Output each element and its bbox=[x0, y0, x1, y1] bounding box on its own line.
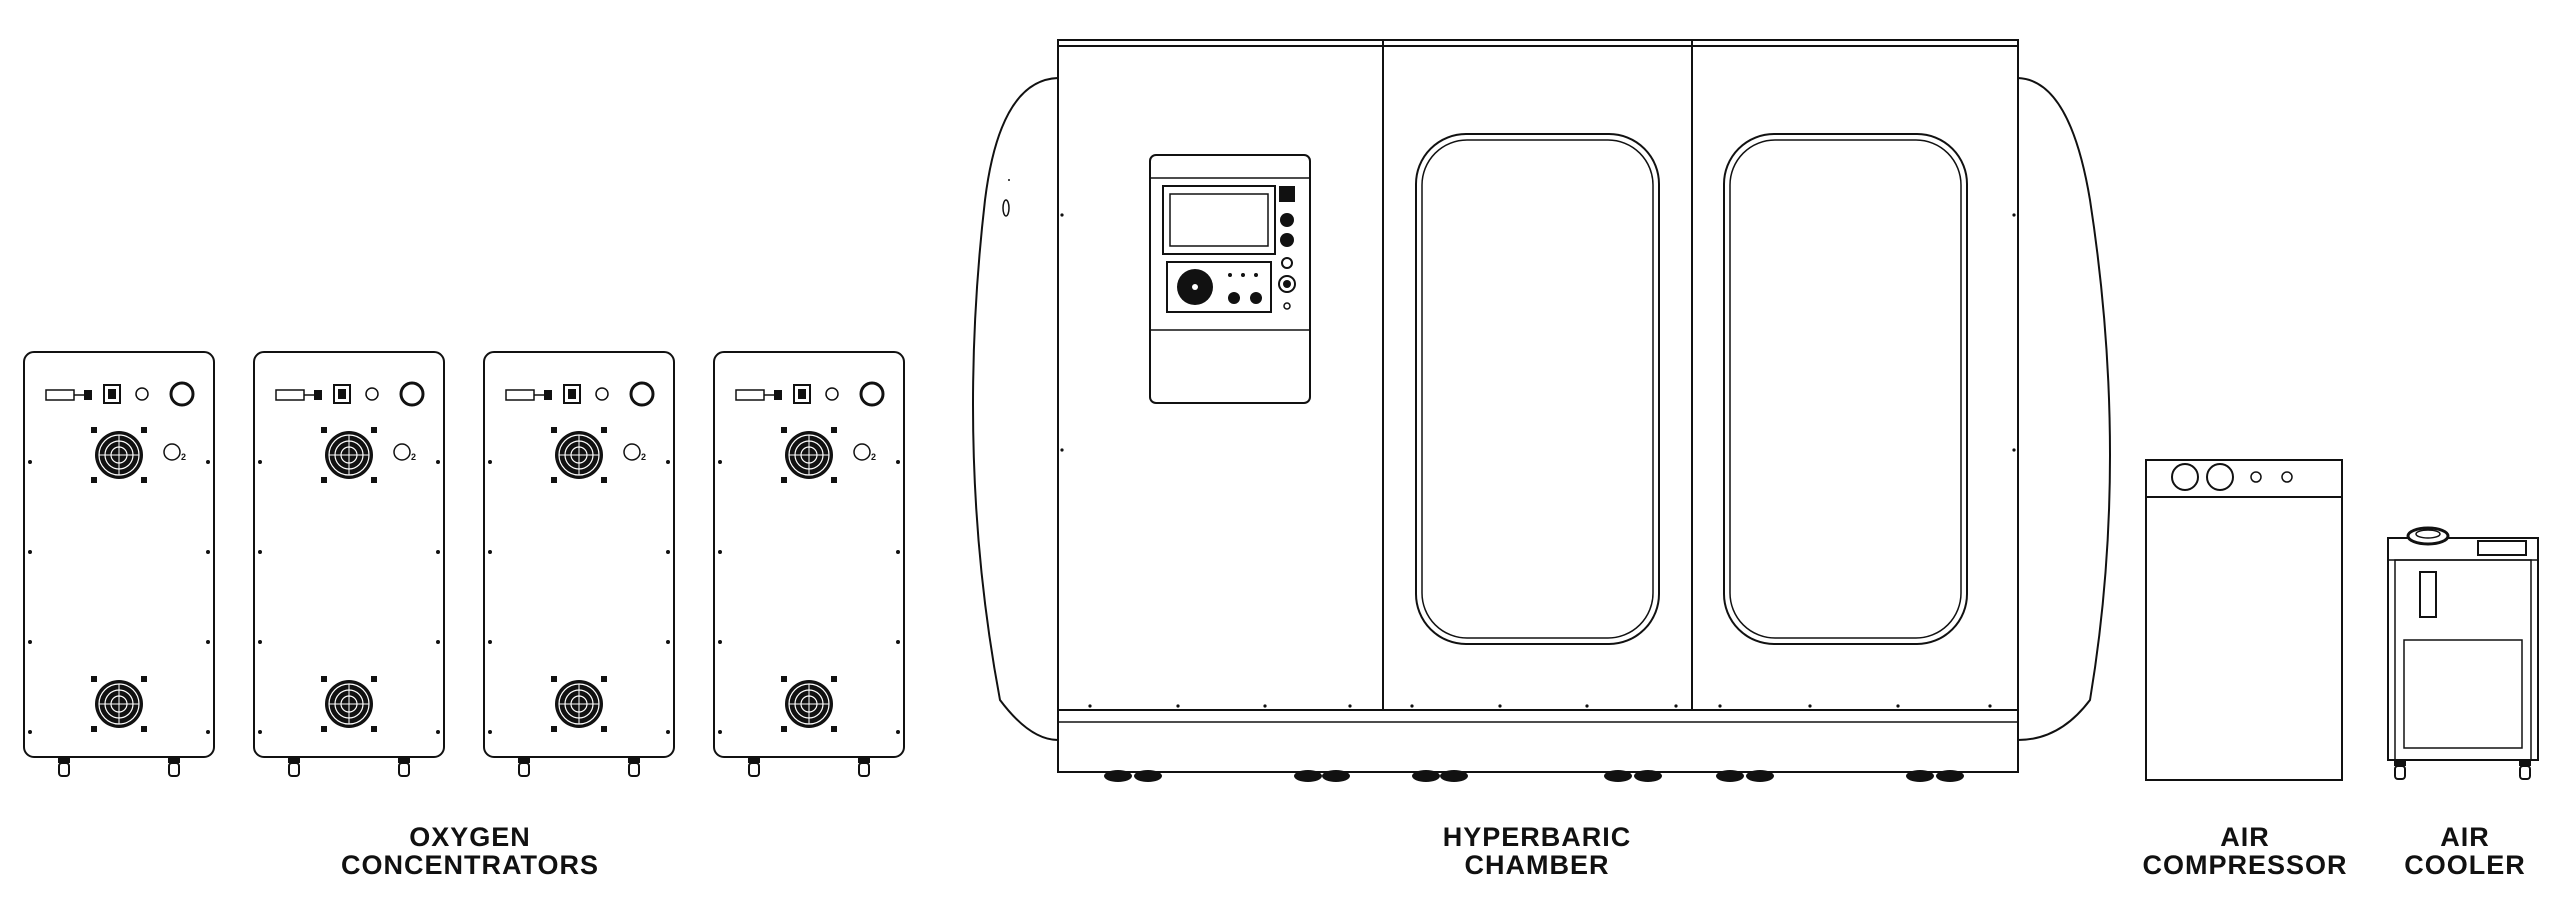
oxygen-concentrator-3 bbox=[484, 352, 674, 776]
air-cooler bbox=[2387, 526, 2539, 780]
label-oxygen-line1: OXYGEN bbox=[409, 822, 531, 852]
label-air-compressor: AIR COMPRESSOR bbox=[2114, 823, 2376, 879]
label-air-cooler: AIR COOLER bbox=[2380, 823, 2550, 879]
label-oxygen-line2: CONCENTRATORS bbox=[340, 850, 599, 880]
label-chamber-line1: HYPERBARIC bbox=[1442, 822, 1632, 852]
label-compressor-line2: COMPRESSOR bbox=[2142, 850, 2348, 880]
hyperbaric-chamber bbox=[972, 39, 2111, 782]
label-cooler-line2: COOLER bbox=[2404, 850, 2526, 880]
label-hyperbaric-chamber: HYPERBARIC CHAMBER bbox=[1387, 823, 1687, 879]
label-cooler-line1: AIR bbox=[2440, 822, 2490, 852]
oxygen-concentrator-2 bbox=[254, 352, 444, 776]
air-compressor bbox=[2145, 459, 2343, 781]
label-oxygen-concentrators: OXYGEN CONCENTRATORS bbox=[300, 823, 640, 879]
label-compressor-line1: AIR bbox=[2220, 822, 2270, 852]
oxygen-concentrator-4 bbox=[714, 352, 904, 776]
label-chamber-line2: CHAMBER bbox=[1464, 850, 1610, 880]
oxygen-concentrator-1 bbox=[24, 352, 214, 776]
